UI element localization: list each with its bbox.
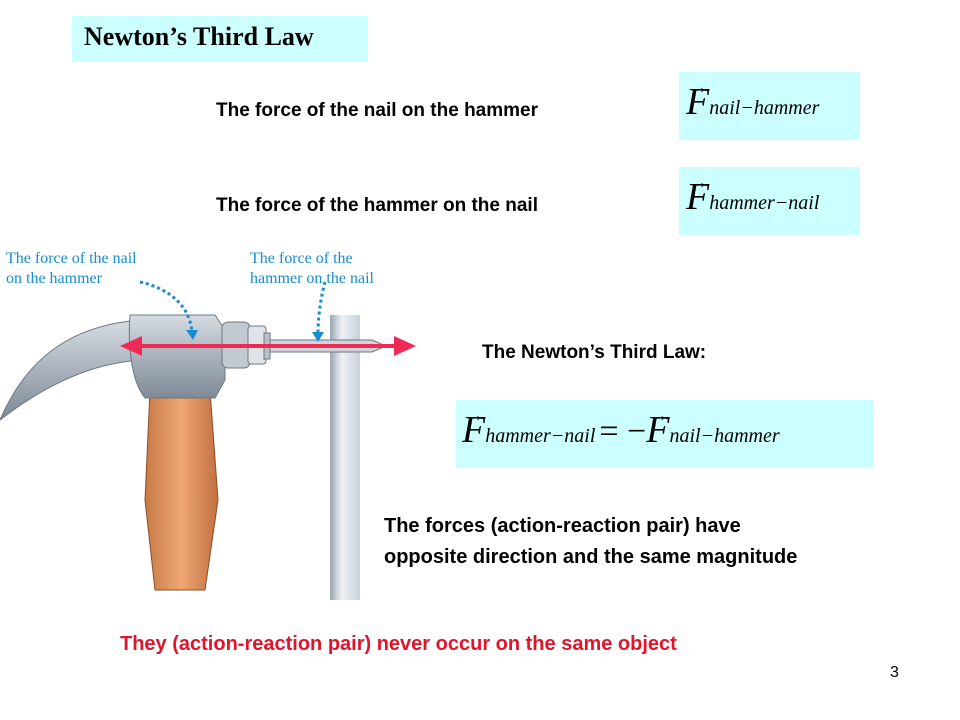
vector-arrow-icon: → bbox=[650, 405, 669, 425]
callout-line: on the hammer bbox=[6, 270, 102, 287]
title-highlight-box bbox=[72, 16, 368, 62]
hammer-handle bbox=[144, 389, 219, 591]
equation-f-nail-hammer: →Fnail−hammer bbox=[686, 77, 820, 124]
equals-negative-operator: = − bbox=[599, 413, 647, 450]
callout-arrowhead-icon bbox=[186, 330, 198, 340]
wall bbox=[330, 315, 360, 600]
vector-arrow-icon: → bbox=[690, 77, 708, 97]
callout-pointer-right bbox=[316, 281, 327, 335]
callout-label-nail-on-hammer: The force of the nail on the hammer bbox=[6, 249, 137, 289]
text-hammer-on-nail: The force of the hammer on the nail bbox=[216, 195, 538, 216]
summary-line-1: The forces (action-reaction pair) have bbox=[384, 515, 741, 537]
force-subscript: nail−hammer bbox=[709, 97, 820, 119]
equation-box-nail-hammer bbox=[679, 72, 860, 140]
vector-arrow-icon: → bbox=[466, 405, 484, 425]
red-note: They (action-reaction pair) never occur … bbox=[120, 633, 677, 655]
lhs-subscript: hammer−nail bbox=[485, 425, 596, 447]
callout-line: The force of the nail bbox=[6, 250, 137, 267]
callout-line: The force of the bbox=[250, 250, 353, 267]
equation-box-hammer-nail bbox=[679, 167, 860, 235]
arrowhead-right-icon bbox=[394, 336, 416, 356]
equation-third-law: →Fhammer−nail = −→Fnail−hammer bbox=[462, 405, 780, 451]
equation-box-law bbox=[456, 400, 874, 468]
force-subscript: hammer−nail bbox=[709, 192, 820, 214]
force-symbol: F bbox=[686, 81, 710, 123]
hammer-nail-figure bbox=[0, 280, 416, 600]
law-heading: The Newton’s Third Law: bbox=[482, 342, 707, 363]
page-number: 3 bbox=[890, 664, 899, 681]
hammer-claw bbox=[0, 319, 151, 421]
arrowhead-left-icon bbox=[120, 336, 142, 356]
callout-arrowhead-icon bbox=[312, 332, 324, 342]
callout-pointer-left bbox=[139, 280, 194, 333]
equation-f-hammer-nail: →Fhammer−nail bbox=[686, 172, 820, 219]
slide-title: Newton’s Third Law bbox=[84, 22, 314, 51]
summary-line-2: opposite direction and the same magnitud… bbox=[384, 546, 798, 568]
force-symbol: F bbox=[686, 176, 710, 218]
callout-label-hammer-on-nail: The force of the hammer on the nail bbox=[250, 249, 374, 289]
text-nail-on-hammer: The force of the nail on the hammer bbox=[216, 100, 538, 121]
callout-line: hammer on the nail bbox=[250, 270, 374, 287]
hammer-head bbox=[128, 314, 226, 399]
rhs-subscript: nail−hammer bbox=[669, 425, 780, 447]
vector-arrow-icon: → bbox=[690, 172, 708, 192]
